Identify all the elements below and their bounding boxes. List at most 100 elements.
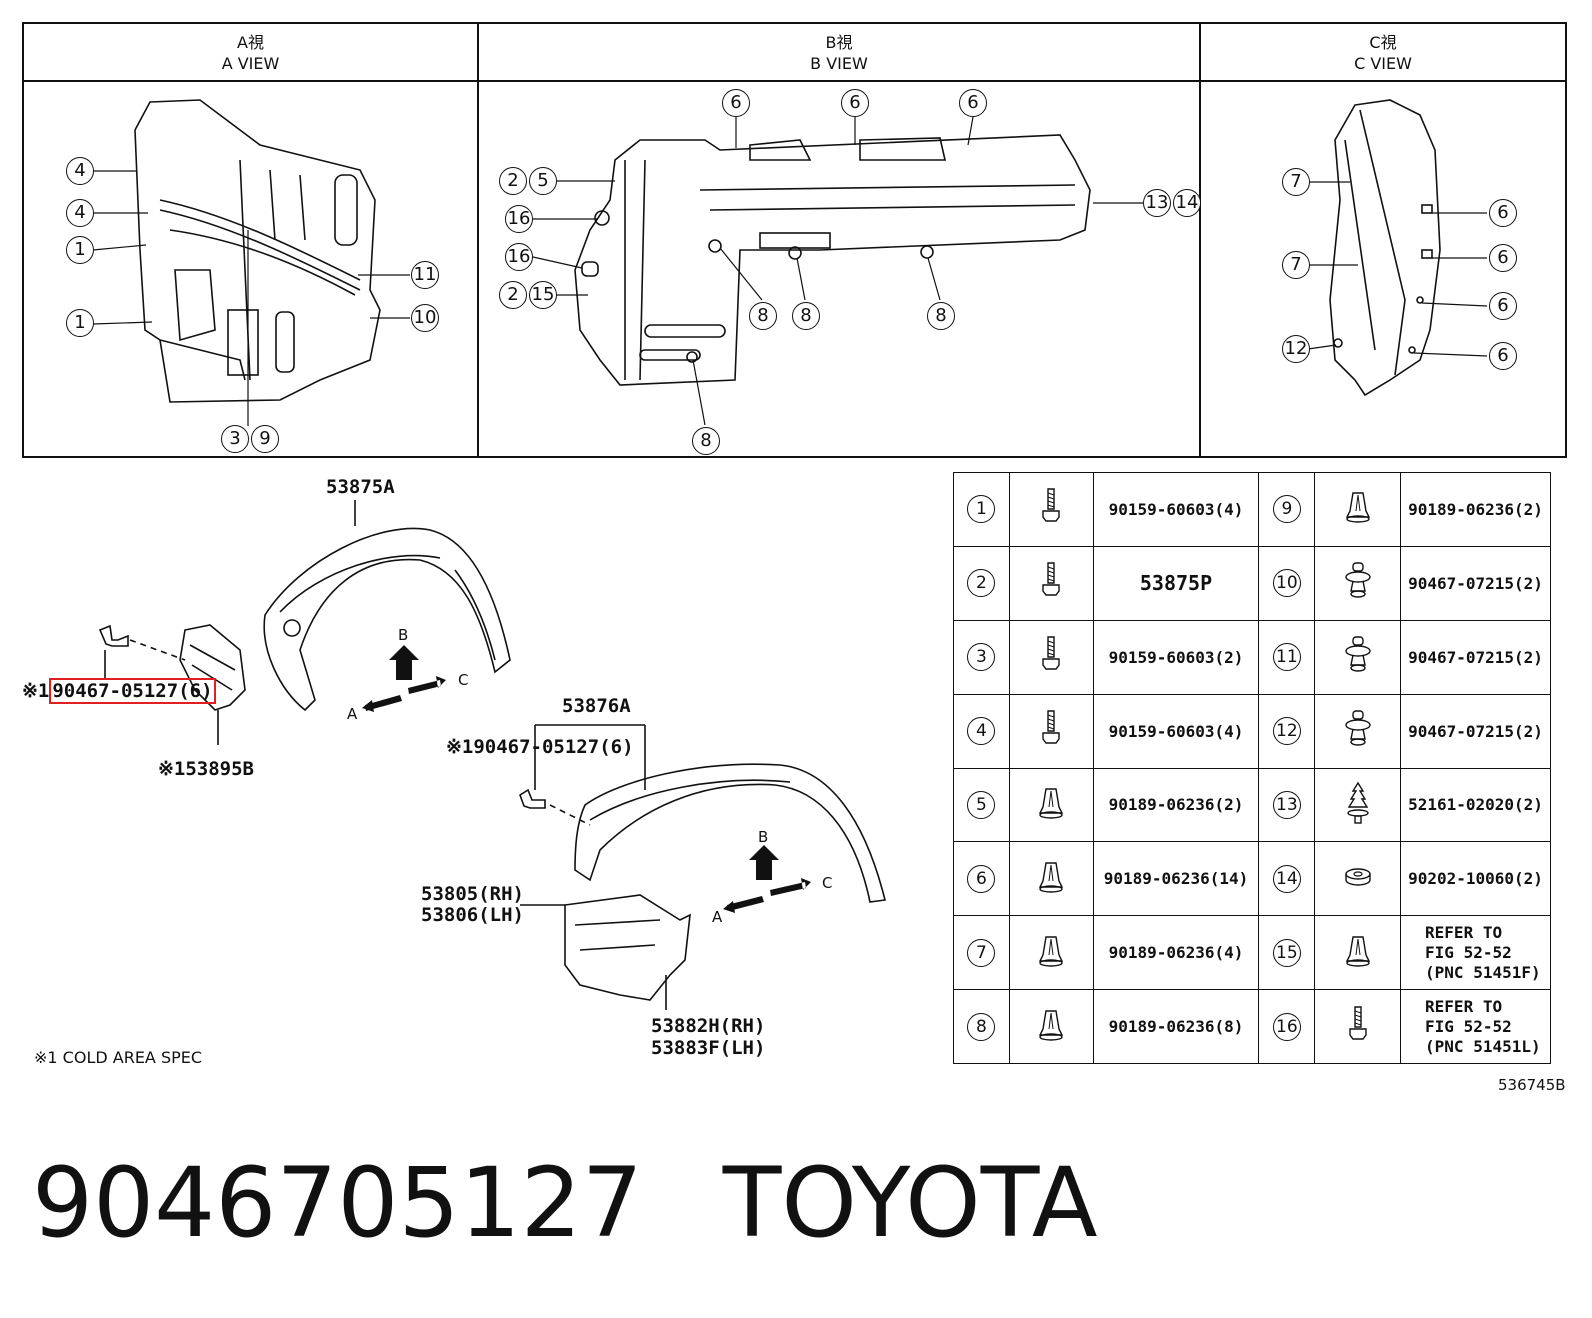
legend-left-part-number[interactable]: 53875P bbox=[1092, 545, 1260, 621]
arrow-label-b2: B bbox=[758, 828, 769, 846]
legend-right-part-number[interactable]: 90467-07215(2) bbox=[1400, 545, 1551, 621]
legend-left-part-number[interactable]: 90159-60603(4) bbox=[1092, 693, 1260, 769]
legend-left-part-number[interactable]: 90159-60603(4) bbox=[1092, 472, 1260, 547]
callout-a-11: 11 bbox=[411, 261, 439, 289]
callout-number: 13 bbox=[1272, 790, 1301, 819]
legend-right-number: 9 bbox=[1258, 472, 1316, 547]
callout-number: 5 bbox=[967, 790, 996, 819]
callout-b-13: 13 bbox=[1143, 189, 1171, 217]
clip-icon bbox=[1008, 915, 1094, 991]
push-rivet-icon bbox=[1314, 619, 1402, 695]
part-label-53806[interactable]: 53806(LH) bbox=[421, 904, 524, 926]
cold-area-note: ※1 COLD AREA SPEC bbox=[34, 1048, 203, 1067]
clip-icon bbox=[1314, 915, 1402, 991]
legend-left-part-number[interactable]: 90189-06236(4) bbox=[1092, 915, 1260, 991]
callout-b-13-14: 13 14 bbox=[1143, 189, 1201, 217]
callout-a-4: 4 bbox=[66, 157, 94, 185]
legend-right-part-number[interactable]: 90467-07215(2) bbox=[1400, 619, 1551, 695]
callout-number: 1 bbox=[967, 495, 996, 524]
view-c-header: C視 C VIEW bbox=[1201, 24, 1565, 82]
mudguard-drawing bbox=[520, 894, 691, 1010]
view-b-jp-label: B視 bbox=[825, 33, 853, 52]
callout-b-6: 6 bbox=[722, 89, 750, 117]
legend-row: 8 90189-06236(8) 16 REFER TO FIG 52-52 (PNC… bbox=[953, 989, 1551, 1064]
view-b-drawing bbox=[574, 134, 1091, 386]
callout-number: 4 bbox=[967, 717, 996, 746]
view-c-jp-label: C視 bbox=[1369, 33, 1397, 52]
legend-left-number: 3 bbox=[953, 619, 1010, 695]
callout-b-8: 8 bbox=[749, 302, 777, 330]
arrow-label-a: A bbox=[347, 705, 358, 723]
callout-c-6b: 6 bbox=[1489, 244, 1517, 272]
legend-right-part-number[interactable]: 90467-07215(2) bbox=[1400, 693, 1551, 769]
callout-b-8b: 8 bbox=[792, 302, 820, 330]
callout-c-6c: 6 bbox=[1489, 292, 1517, 320]
legend-right-part-number[interactable]: 52161-02020(2) bbox=[1400, 767, 1551, 843]
legend-left-number: 5 bbox=[953, 767, 1010, 843]
callout-a-1b: 1 bbox=[66, 309, 94, 337]
push-rivet-icon bbox=[1314, 545, 1402, 621]
callout-b-15: 15 bbox=[529, 281, 557, 309]
legend-row: 5 90189-06236(2) 13 52161-02020(2) bbox=[953, 767, 1551, 843]
clip-icon bbox=[1314, 472, 1402, 547]
clip-icon bbox=[1008, 841, 1094, 917]
views-frame: A視 A VIEW B視 B VIEW C視 C VIEW bbox=[22, 22, 1567, 458]
part-label-53805[interactable]: 53805(RH) bbox=[421, 883, 524, 905]
legend-left-part-number[interactable]: 90189-06236(14) bbox=[1092, 841, 1260, 917]
legend-left-part-number[interactable]: 90189-06236(2) bbox=[1092, 767, 1260, 843]
callout-a-3: 3 bbox=[221, 425, 249, 453]
footer-part-number: 9046705127 bbox=[32, 1147, 643, 1259]
legend-row: 7 90189-06236(4) 15 REFER TO FIG 52-52 (PNC… bbox=[953, 915, 1551, 991]
callout-b-8c: 8 bbox=[927, 302, 955, 330]
callout-a-9: 9 bbox=[251, 425, 279, 453]
legend-left-part-number[interactable]: 90189-06236(8) bbox=[1092, 989, 1260, 1064]
bolt-icon bbox=[1008, 619, 1094, 695]
part-label-53882h[interactable]: 53882H(RH) bbox=[651, 1015, 766, 1037]
view-divider bbox=[1199, 24, 1201, 456]
callout-number: 12 bbox=[1272, 717, 1301, 746]
part-label-53883f[interactable]: 53883F(LH) bbox=[651, 1037, 766, 1059]
cold-area-mark: ※1 bbox=[22, 680, 50, 702]
legend-right-part-number[interactable]: REFER TO FIG 52-52 (PNC 51451L) bbox=[1400, 989, 1551, 1064]
legend-left-number: 8 bbox=[953, 989, 1010, 1064]
legend-row: 6 90189-06236(14)14 90202-10060(2) bbox=[953, 841, 1551, 917]
callout-number: 6 bbox=[967, 864, 996, 893]
view-c-label: C VIEW bbox=[1354, 54, 1412, 73]
legend-left-number: 7 bbox=[953, 915, 1010, 991]
callout-c-12: 12 bbox=[1282, 335, 1310, 363]
view-a-drawing bbox=[134, 99, 381, 403]
fender-liner-drawing bbox=[263, 500, 511, 712]
legend-left-number: 1 bbox=[953, 472, 1010, 547]
legend-right-part-number[interactable]: 90202-10060(2) bbox=[1400, 841, 1551, 917]
callout-number: 16 bbox=[1272, 1012, 1301, 1041]
legend-right-number: 14 bbox=[1258, 841, 1316, 917]
legend-row: 4 90159-60603(4) 12 90467-07215(2) bbox=[953, 693, 1551, 769]
callout-number: 15 bbox=[1272, 938, 1301, 967]
bolt-icon bbox=[1008, 472, 1094, 547]
arrow-label-c: C bbox=[458, 671, 469, 689]
part-label-53876a[interactable]: 53876A bbox=[562, 695, 631, 717]
christmas-tree-clip-icon bbox=[1314, 767, 1402, 843]
callout-c-7: 7 bbox=[1282, 168, 1310, 196]
part-label-53895b[interactable]: ※153895B bbox=[158, 758, 254, 780]
legend-right-part-number[interactable]: 90189-06236(2) bbox=[1400, 472, 1551, 547]
callout-number: 11 bbox=[1272, 643, 1301, 672]
legend-right-part-number[interactable]: REFER TO FIG 52-52 (PNC 51451F) bbox=[1400, 915, 1551, 991]
part-label-53875a[interactable]: 53875A bbox=[326, 476, 395, 498]
legend-left-number: 6 bbox=[953, 841, 1010, 917]
highlighted-part-number[interactable]: 90467-05127(6) bbox=[49, 678, 216, 704]
view-a-header: A視 A VIEW bbox=[24, 24, 477, 82]
legend-left-part-number[interactable]: 90159-60603(2) bbox=[1092, 619, 1260, 695]
callout-b-5: 5 bbox=[529, 167, 557, 195]
callout-number: 10 bbox=[1272, 569, 1301, 598]
legend-right-number: 12 bbox=[1258, 693, 1316, 769]
callout-b-14: 14 bbox=[1173, 189, 1201, 217]
part-label-clip2[interactable]: ※190467-05127(6) bbox=[446, 736, 634, 758]
callout-b-6c: 6 bbox=[959, 89, 987, 117]
bolt-icon bbox=[1314, 989, 1402, 1064]
